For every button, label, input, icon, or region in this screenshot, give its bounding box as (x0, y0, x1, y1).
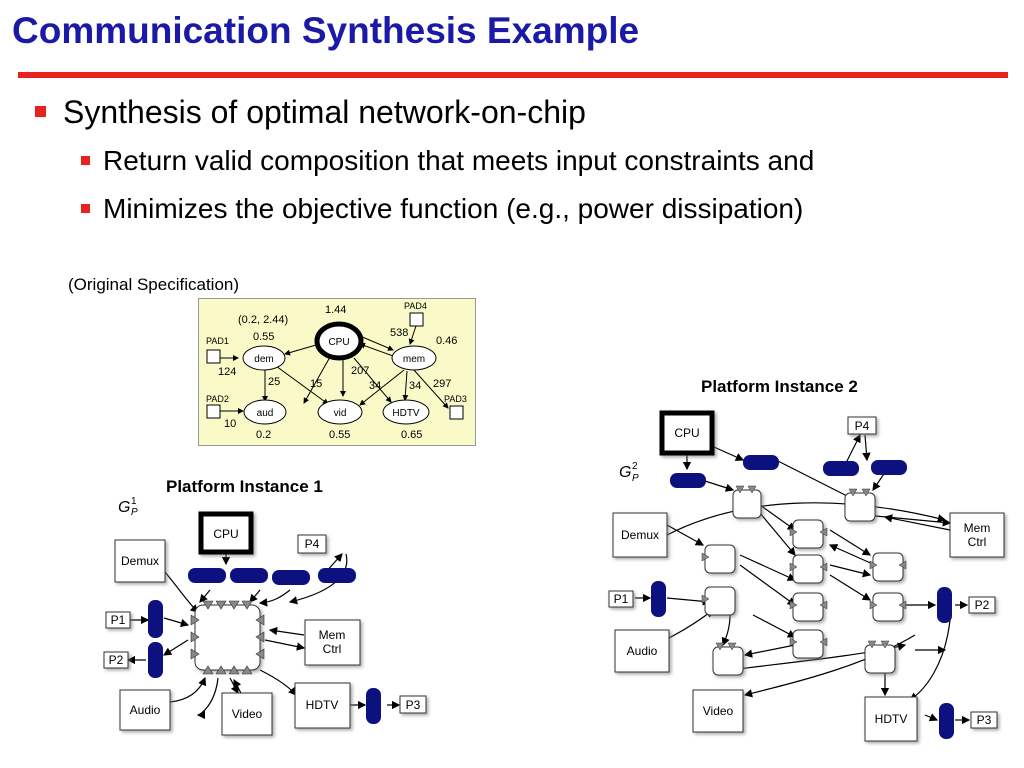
platform1-cpu-label: CPU (213, 527, 238, 541)
title-underline (18, 72, 1008, 78)
platform1-video-label: Video (232, 707, 263, 721)
platform2-demux-label: Demux (621, 528, 659, 542)
bullet-text: Synthesis of optimal network-on-chip (63, 94, 586, 130)
spec-label: 15 (310, 378, 322, 390)
bullet-level1: Synthesis of optimal network-on-chip (35, 94, 586, 131)
bullet-square-icon (81, 156, 90, 165)
spec-label: mem (403, 354, 425, 365)
spec-label: 1.44 (325, 304, 346, 316)
platform1-p4-label: P4 (305, 537, 320, 551)
spec-node-vid (317, 399, 363, 425)
spec-label: PAD3 (444, 394, 467, 404)
platform2-boxes (608, 410, 1005, 742)
spec-label: PAD4 (404, 301, 427, 311)
spec-diagram: CPU dem mem aud vid HDTV PAD1 PAD2 PAD3 … (198, 298, 476, 446)
platform1-boxes (103, 511, 427, 736)
graph-superscript: 2 (632, 461, 638, 472)
platform2-p2-label: P2 (975, 598, 990, 612)
platform1-p2-label: P2 (109, 653, 124, 667)
spec-label: 297 (433, 378, 451, 390)
platform2-video-label: Video (703, 704, 734, 718)
platform2-links (651, 455, 954, 739)
bullet-level2: Return valid composition that meets inpu… (81, 145, 815, 177)
slide-title: Communication Synthesis Example (12, 10, 640, 51)
platform2-ctrl-label: Ctrl (968, 535, 987, 549)
spec-label: 0.2 (256, 429, 271, 441)
platform1-mem-label: Mem (319, 628, 346, 642)
platform2-switches (704, 489, 904, 676)
platform1-ctrl-label: Ctrl (323, 642, 342, 656)
platform2-hdtv-label: HDTV (875, 712, 908, 726)
platform2-p3-label: P3 (977, 713, 992, 727)
bullet-square-icon (81, 204, 90, 213)
bullet-square-icon (35, 106, 46, 117)
spec-label: 0.46 (436, 335, 457, 347)
platform1-p1-label: P1 (111, 613, 126, 627)
spec-pad1 (206, 349, 221, 364)
platform2-mem-label: Mem (964, 521, 991, 535)
platform2-p1-label: P1 (614, 592, 629, 606)
spec-label: 538 (390, 327, 408, 339)
spec-label: 124 (218, 366, 236, 378)
spec-pad3 (449, 405, 464, 420)
switch-ports (190, 600, 265, 675)
graph-symbol: G (619, 464, 631, 481)
spec-node-mem (391, 345, 437, 371)
platform1-diagram: G 1 P (103, 496, 427, 736)
spec-node-dem (242, 345, 286, 371)
platform2-audio-label: Audio (627, 644, 658, 658)
spec-label: PAD1 (206, 336, 229, 346)
platform2-edges (635, 433, 971, 725)
bullet-text: Return valid composition that meets inpu… (103, 145, 815, 176)
spec-label: PAD2 (206, 394, 229, 404)
platform1-demux-label: Demux (121, 554, 159, 568)
spec-label: 10 (224, 418, 236, 430)
spec-label: aud (257, 408, 274, 419)
spec-label: 34 (369, 380, 381, 392)
platform1-p3-label: P3 (406, 698, 421, 712)
platform2-title: Platform Instance 2 (701, 377, 858, 396)
spec-pad2 (206, 404, 221, 419)
spec-label: 0.65 (401, 429, 422, 441)
platform2-p4-label: P4 (855, 419, 870, 433)
platform2-cpu-label: CPU (674, 426, 699, 440)
spec-caption: (Original Specification) (68, 275, 240, 294)
graph-superscript: 1 (131, 496, 137, 507)
platform1-audio-label: Audio (130, 703, 161, 717)
bullet-text: Minimizes the objective function (e.g., … (103, 193, 804, 224)
bullet-level2: Minimizes the objective function (e.g., … (81, 193, 804, 225)
spec-label: 207 (351, 365, 369, 377)
platform1-switch (194, 604, 261, 671)
spec-node-cpu (314, 321, 364, 361)
spec-label: dem (254, 354, 273, 365)
platform1-hdtv-label: HDTV (306, 698, 339, 712)
spec-label: vid (334, 408, 347, 419)
platform2-diagram: G 2 P (608, 410, 1005, 742)
spec-label: 34 (409, 380, 421, 392)
platform1-title: Platform Instance 1 (166, 477, 323, 496)
spec-label: CPU (328, 337, 349, 348)
spec-pad4 (409, 312, 424, 327)
spec-node-hdtv (382, 399, 430, 425)
graph-subscript: P (131, 507, 138, 518)
graph-symbol: G (118, 499, 130, 516)
spec-edges (220, 325, 449, 414)
platform2-switch-ports (701, 485, 907, 651)
spec-node-aud (243, 399, 287, 425)
spec-label: (0.2, 2.44) (238, 314, 288, 326)
spec-label: 0.55 (329, 429, 350, 441)
spec-label: 25 (268, 376, 280, 388)
platform1-links (148, 568, 381, 724)
spec-label: HDTV (392, 408, 420, 419)
graph-subscript: P (632, 473, 639, 484)
spec-label: 0.55 (253, 331, 274, 343)
